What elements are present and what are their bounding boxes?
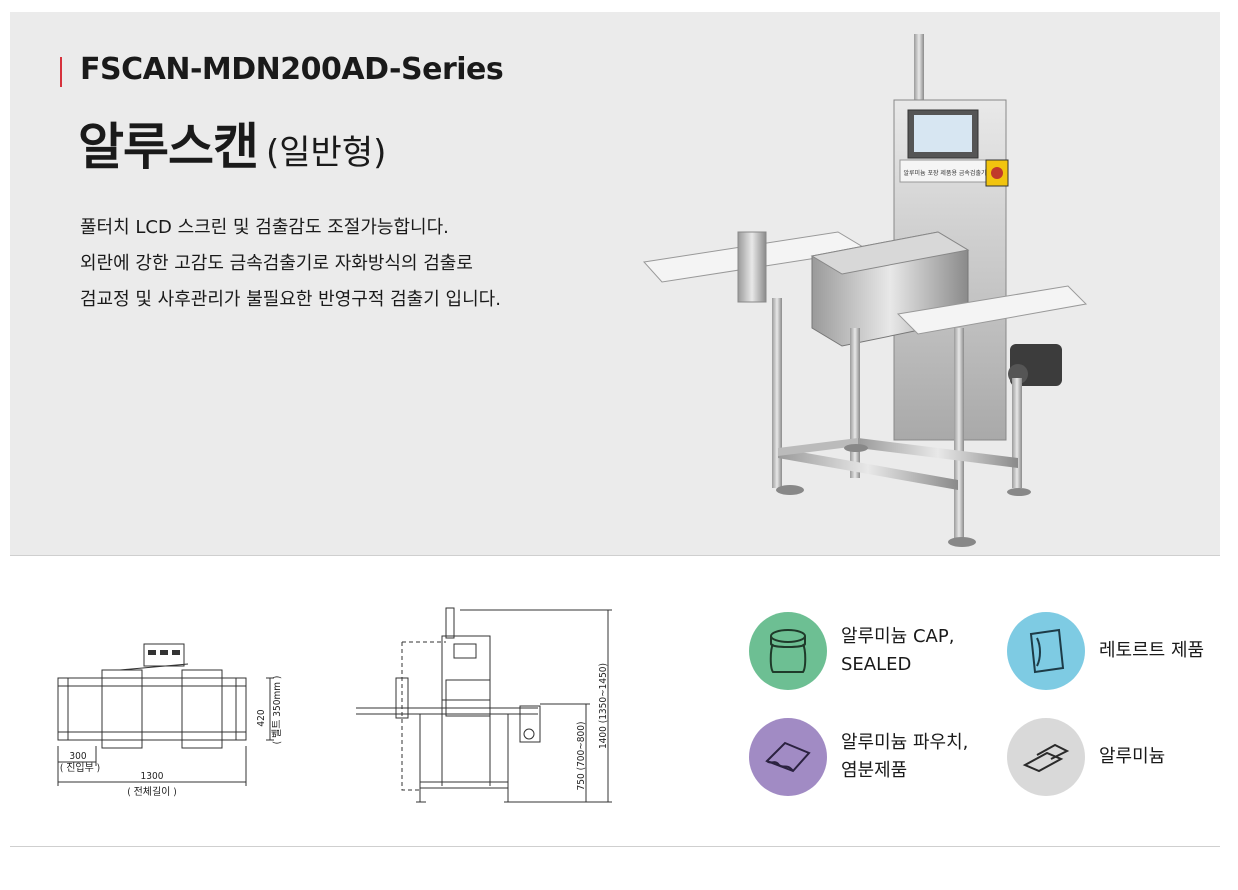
description-line: 검교정 및 사후관리가 불필요한 반영구적 검출기 입니다.: [80, 289, 501, 310]
dim-total-height: 1400 (1350~1450): [598, 663, 609, 749]
package-label: SEALED: [841, 654, 912, 675]
package-label: 레토르트 제품: [1099, 640, 1205, 661]
top-view-drawing: 420 ( 벨트 350mm ) 300 ( 진입부 ) 1300 ( 전체길이…: [57, 643, 283, 798]
machine-label: 알루미늄 포장 제품용 금속검출기: [903, 169, 986, 177]
dim-length-label: ( 전체길이 ): [127, 785, 177, 798]
divider: [10, 555, 1220, 556]
product-description: 풀터치 LCD 스크린 및 검출감도 조절가능합니다. 외란에 강한 고감도 금…: [80, 210, 600, 318]
retort-pouch-icon: [1007, 612, 1085, 690]
dim-height: 420: [256, 709, 267, 726]
dim-belt: ( 벨트 350mm ): [271, 676, 283, 745]
package-label: 알루미늄: [1099, 746, 1166, 767]
product-photo: 알루미늄 포장 제품용 금속검출기: [643, 34, 1088, 547]
pouch-icon: [749, 718, 827, 796]
product-type: (일반형): [266, 133, 387, 173]
divider: [10, 846, 1220, 847]
package-item: 알루미늄: [1007, 718, 1165, 796]
product-title: 알루스캔(일반형): [78, 107, 386, 179]
package-label: 염분제품: [841, 760, 908, 781]
package-item: 레토르트 제품: [1007, 612, 1204, 690]
product-name: 알루스캔: [78, 118, 259, 176]
dim-entry-label: ( 진입부 ): [60, 761, 100, 774]
package-item: 알루미늄 CAP, SEALED: [749, 612, 954, 690]
package-label: 알루미늄 CAP,: [841, 626, 955, 647]
cap-icon: [749, 612, 827, 690]
series-title: FSCAN-MDN200AD-Series: [80, 52, 504, 87]
package-item: 알루미늄 파우치, 염분제품: [749, 718, 968, 796]
series-accent-bar: [60, 57, 62, 87]
dim-belt-height: 750 (700~800): [576, 722, 587, 791]
aluminum-sheet-icon: [1007, 718, 1085, 796]
side-view-drawing: 1400 (1350~1450) 750 (700~800): [356, 607, 612, 803]
dim-length: 1300: [141, 771, 164, 782]
description-line: 풀터치 LCD 스크린 및 검출감도 조절가능합니다.: [80, 217, 449, 238]
description-line: 외란에 강한 고감도 금속검출기로 자화방식의 검출로: [80, 253, 473, 274]
package-label: 알루미늄 파우치,: [841, 732, 969, 753]
dim-entry: 300: [69, 751, 86, 762]
